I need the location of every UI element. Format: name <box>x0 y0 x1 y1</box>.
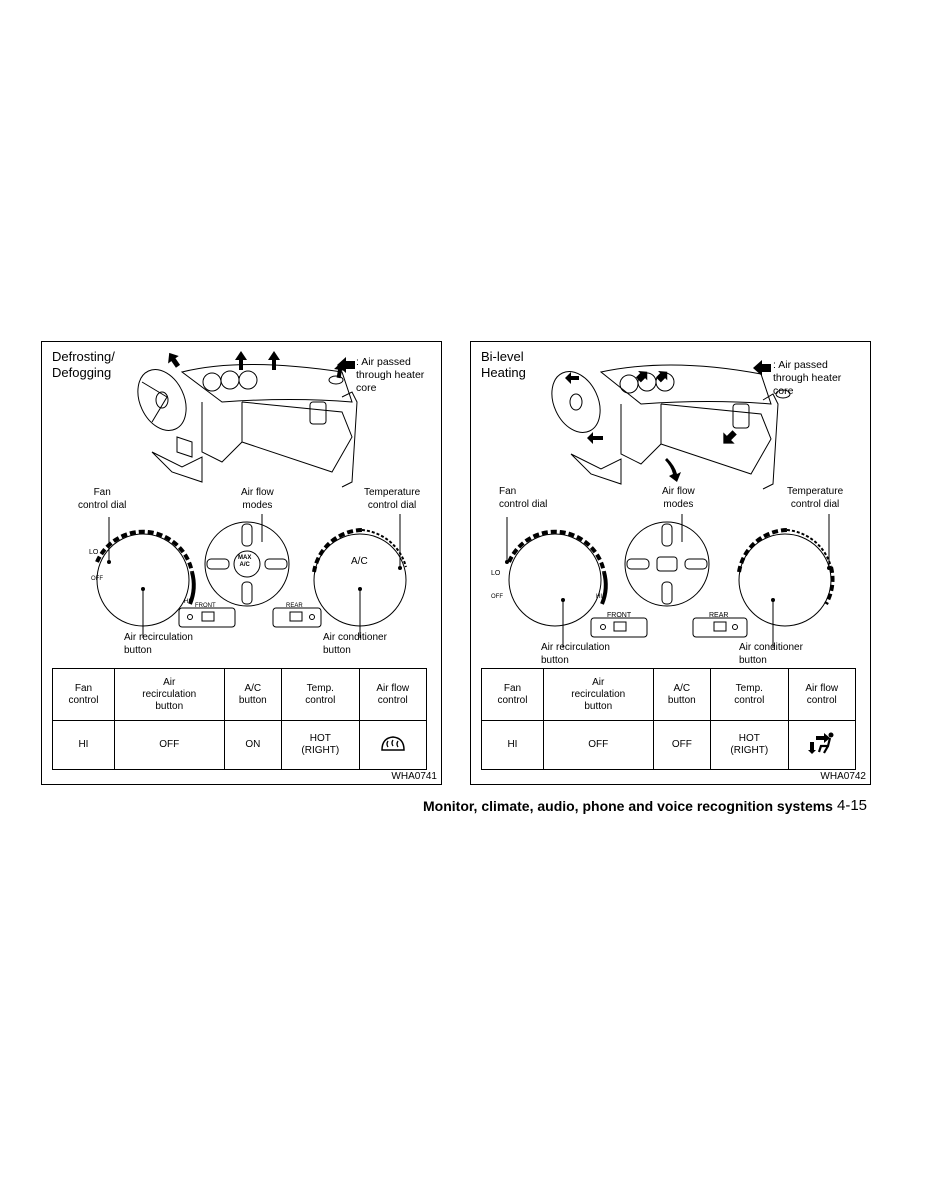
table-cell: HOT (RIGHT) <box>730 733 769 756</box>
fan-dial-label: Fan control dial <box>78 487 127 511</box>
bi-level-icon <box>807 732 834 754</box>
max-ac-label: MAX A/C <box>238 555 252 568</box>
table-header: Air flow control <box>376 682 410 706</box>
hi-label: HI <box>596 594 602 600</box>
bi-level-panel: Bi-level Heating <box>470 341 871 785</box>
table-cell: HOT (RIGHT) <box>301 733 340 756</box>
table-header: A/C button <box>667 682 696 706</box>
control-panel <box>506 514 835 648</box>
fan-dial-label: Fan control dial <box>499 486 548 510</box>
defrosting-illustration <box>95 351 407 638</box>
front-label: FRONT <box>607 612 632 619</box>
legend-text: : Air passed through heater core <box>356 356 425 394</box>
control-panel <box>95 514 407 638</box>
table-cell: OFF <box>588 739 609 750</box>
table-cell: HI <box>507 739 518 750</box>
temperature-dial-label: Temperature control dial <box>787 486 844 510</box>
air-conditioner-button-label: Air conditioner button <box>323 632 387 656</box>
dashboard-drawing <box>137 364 358 488</box>
recirculation-button-label: Air recirculation button <box>541 642 610 666</box>
legend-text: : Air passed through heater core <box>773 359 842 397</box>
rear-label: REAR <box>286 603 303 609</box>
bi-level-illustration <box>505 364 835 648</box>
legend-arrow-icon <box>753 360 771 376</box>
recirculation-button-label: Air recirculation button <box>124 632 193 656</box>
temperature-dial-label: Temperature control dial <box>364 487 421 511</box>
section-title: Monitor, climate, audio, phone and voice… <box>423 798 833 814</box>
defrost-icon <box>380 736 405 751</box>
table-header: Temp. control <box>734 682 765 706</box>
lo-label: LO <box>491 570 501 577</box>
off-label: OFF <box>91 576 103 582</box>
table-cell: ON <box>245 739 261 750</box>
table-cell: OFF <box>671 739 692 750</box>
settings-table: Fan control Air recirculation button A/C… <box>52 668 427 770</box>
figure-code: WHA0742 <box>820 771 866 782</box>
ac-dial-label: A/C <box>351 556 368 567</box>
hi-label: HI <box>184 599 190 605</box>
page-number: 4-15 <box>837 797 868 814</box>
table-header: A/C button <box>238 682 267 706</box>
off-label: OFF <box>491 594 503 600</box>
table-header: Temp. control <box>305 682 336 706</box>
dial-pointers <box>505 560 831 602</box>
table-row: HI OFF ON HOT (RIGHT) <box>52 720 427 770</box>
dashboard-drawing <box>551 364 791 490</box>
lo-label: LO <box>89 549 99 556</box>
table-row: HI OFF OFF HOT (RIGHT) <box>481 720 856 770</box>
panel-title: Defrosting/ Defogging <box>52 349 115 380</box>
table-header: Air recirculation button <box>571 676 626 712</box>
table-cell: HI <box>78 739 89 750</box>
table-header-row: Fan control Air recirculation button A/C… <box>481 668 856 721</box>
defrosting-panel: Defrosting/ Defogging <box>41 341 442 785</box>
air-flow-modes-label: Air flow modes <box>241 487 274 511</box>
table-header-row: Fan control Air recirculation button A/C… <box>52 668 427 721</box>
table-header: Fan control <box>68 682 99 706</box>
airflow-arrows <box>565 371 737 482</box>
rear-label: REAR <box>709 612 729 619</box>
front-label: FRONT <box>195 603 216 609</box>
settings-table: Fan control Air recirculation button A/C… <box>481 668 856 770</box>
table-cell: OFF <box>159 739 180 750</box>
legend-arrow-icon <box>337 357 355 373</box>
dial-pointers <box>107 560 402 591</box>
figure-code: WHA0741 <box>391 771 437 782</box>
table-header: Fan control <box>497 682 528 706</box>
table-header: Air recirculation button <box>142 676 197 712</box>
table-header: Air flow control <box>805 682 839 706</box>
panel-title: Bi-level Heating <box>481 349 526 380</box>
air-conditioner-button-label: Air conditioner button <box>739 642 803 666</box>
air-flow-modes-label: Air flow modes <box>662 486 695 510</box>
